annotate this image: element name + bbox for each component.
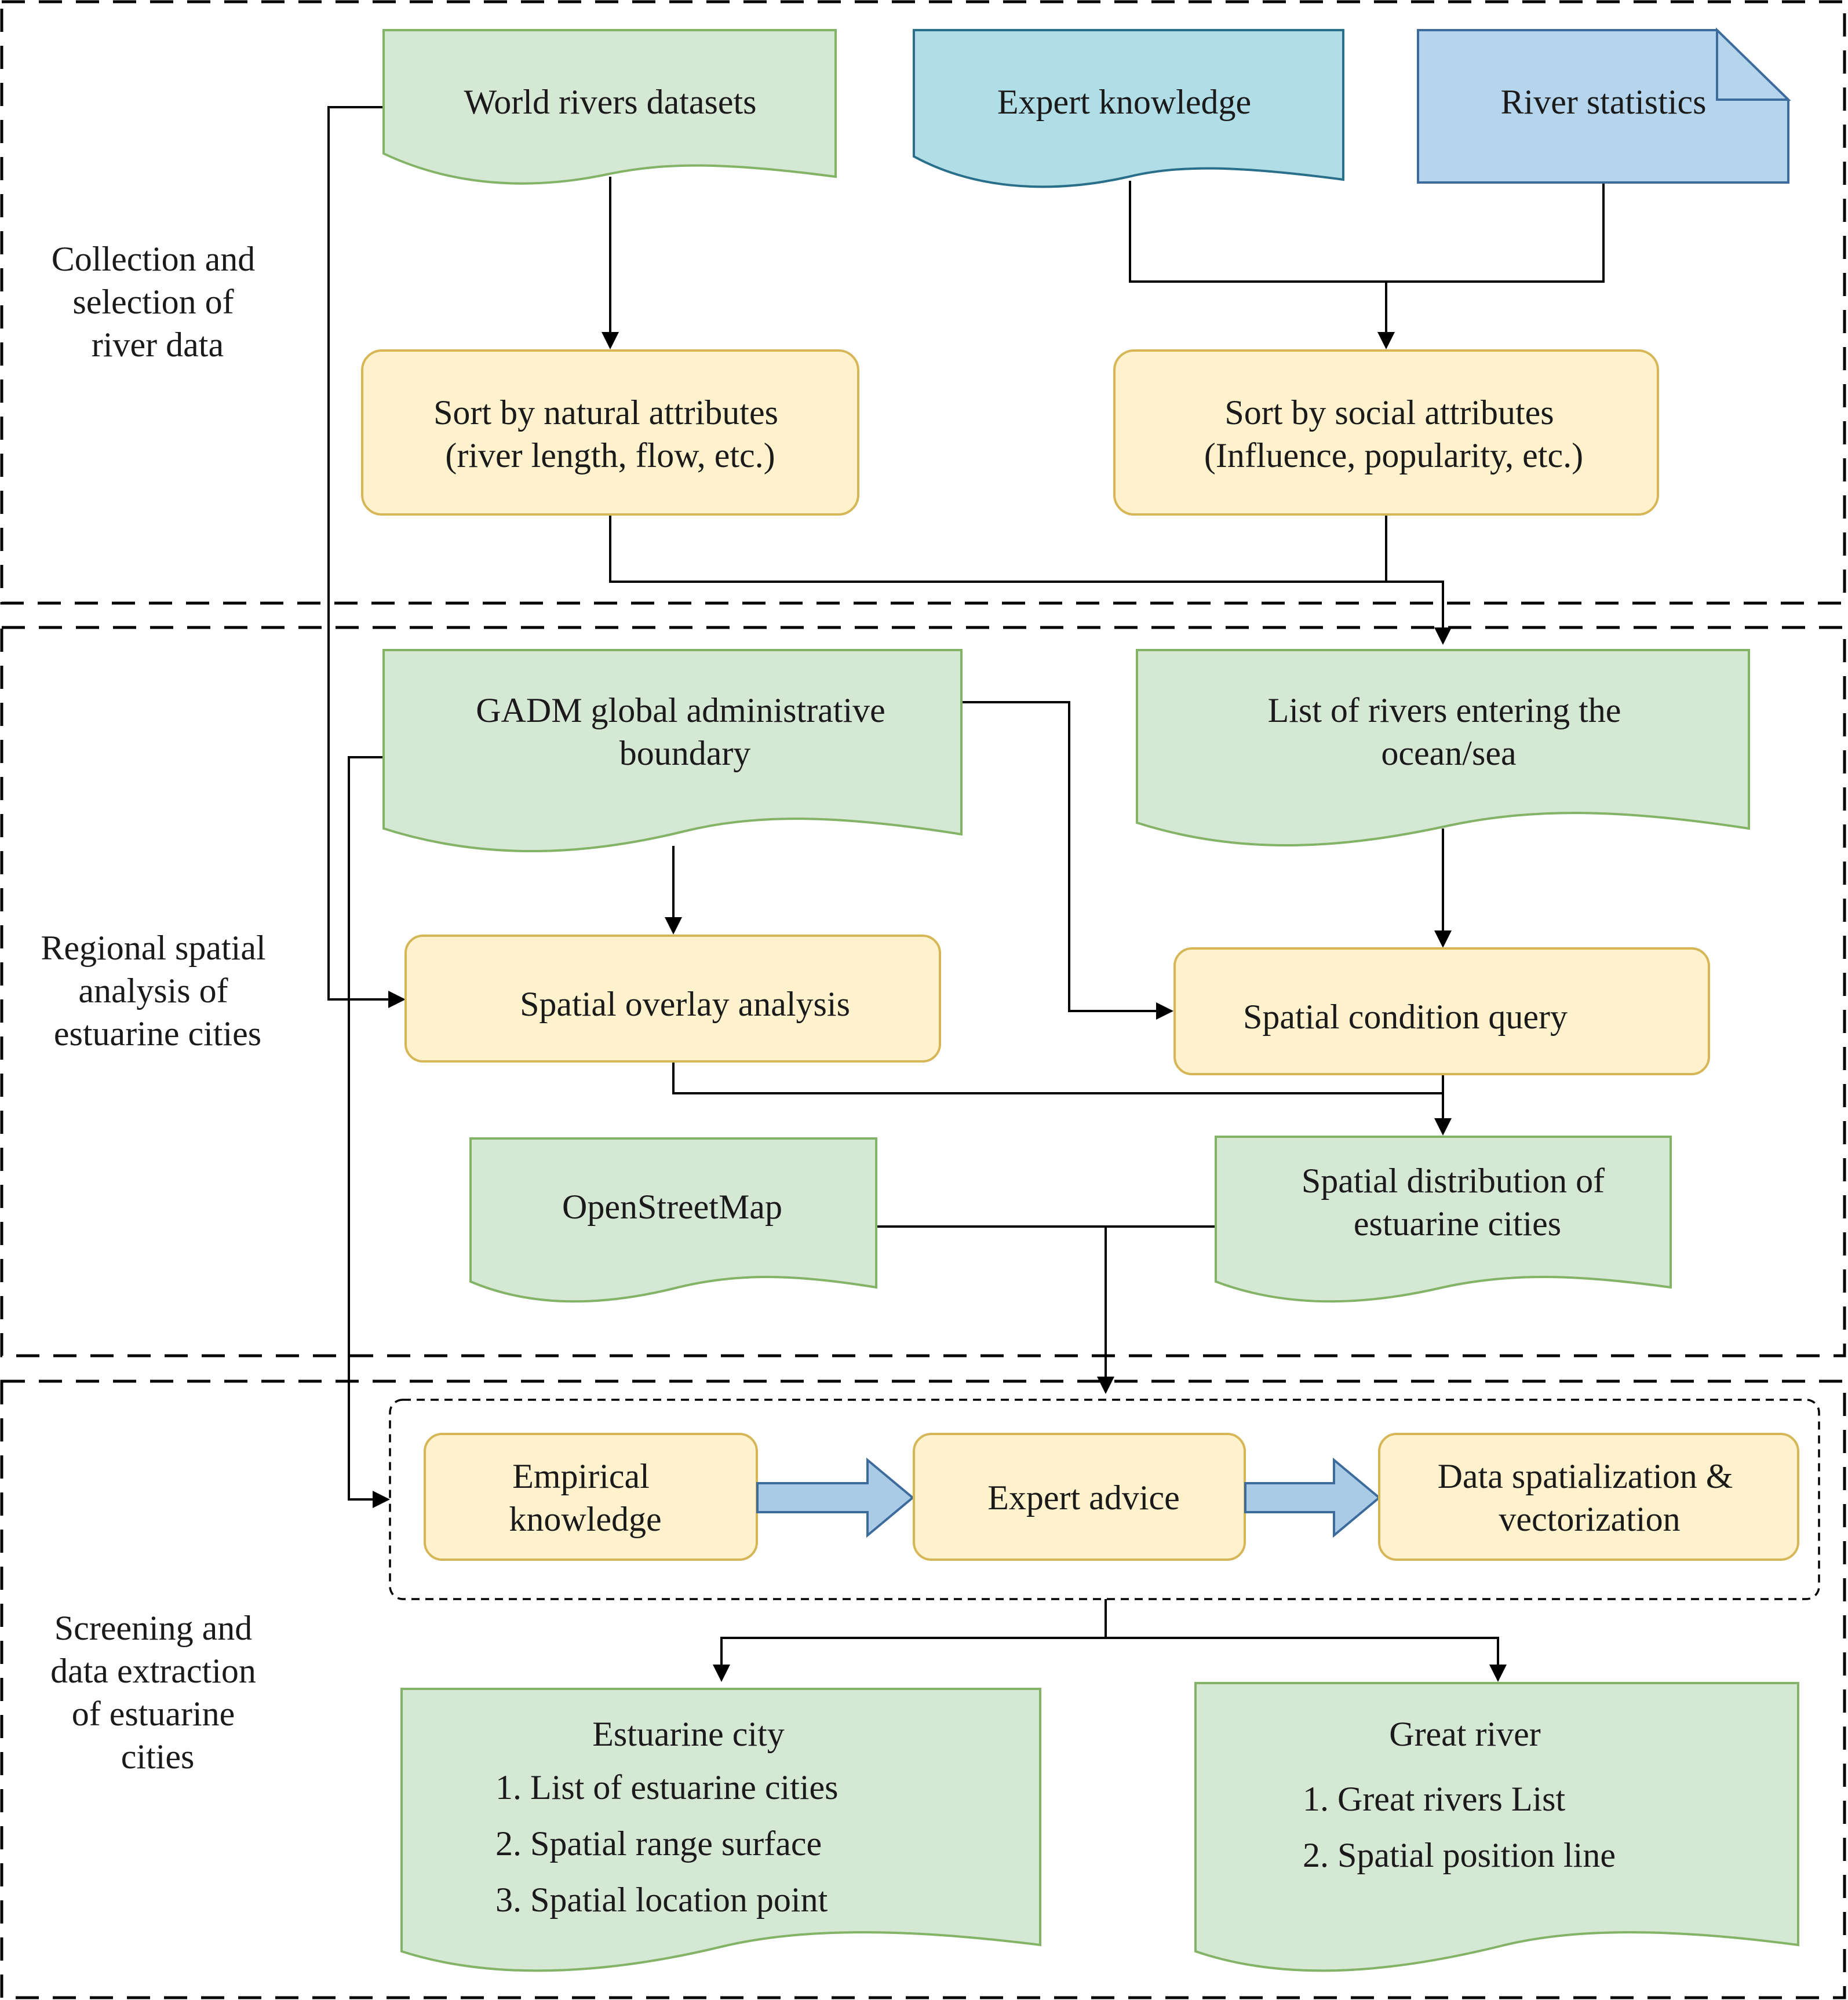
node-expert-knowledge: Expert knowledge	[913, 29, 1344, 188]
arrowhead	[1434, 627, 1452, 645]
node-spatial-distribution: Spatial distribution of estuarine cities	[1215, 1136, 1672, 1303]
flow-arrow-empirical-to-advice	[756, 1457, 915, 1538]
arrowhead	[1377, 332, 1395, 349]
arrowhead	[1434, 1118, 1452, 1136]
svg-text:Spatial overlay analysis: Spatial overlay analysis	[520, 985, 850, 1023]
svg-text:GADM global administrative: GADM global administrative boundary	[476, 691, 894, 772]
edge-sorts-to-ocean-list	[609, 514, 1387, 583]
node-gadm: GADM global administrative boundary	[382, 649, 963, 853]
screening-process-group	[389, 1399, 1820, 1600]
arrowhead	[602, 332, 619, 349]
arrowhead	[1156, 1002, 1173, 1020]
edge-gadm-to-group	[348, 756, 384, 1501]
svg-text:Sort by social attributes: Sort by social attributes (Influence, po…	[1204, 393, 1583, 475]
region-label-collection: Collection and selection of river data	[52, 240, 264, 364]
arrowhead	[388, 991, 406, 1008]
edge-group-to-outputs	[720, 1599, 1499, 1666]
svg-text:OpenStreetMap: OpenStreetMap	[562, 1188, 782, 1226]
node-openstreetmap: OpenStreetMap	[469, 1137, 877, 1303]
region-screening-border	[0, 1379, 1846, 1999]
flow-arrow-advice-to-spatialization	[1244, 1457, 1382, 1538]
node-data-spatialization: Data spatialization & vectorization	[1378, 1433, 1799, 1561]
node-sort-natural: Sort by natural attributes (river length…	[361, 349, 859, 516]
svg-text:Great river: Great river	[1389, 1715, 1541, 1753]
node-world-rivers: World rivers datasets	[382, 29, 837, 185]
svg-text:Expert advice: Expert advice	[987, 1479, 1180, 1517]
node-great-river: Great river 1. Great rivers List 2. Spat…	[1194, 1682, 1799, 1972]
svg-text:Spatial condition query: Spatial condition query	[1243, 998, 1568, 1036]
svg-text:Empirical knowledge: Empirical knowledge	[509, 1457, 661, 1538]
edge-gadm-to-query	[961, 701, 1157, 1012]
arrowhead	[665, 917, 682, 935]
node-river-statistics: River statistics	[1417, 27, 1791, 184]
arrowhead	[373, 1491, 390, 1508]
svg-text:1. Great rivers List 2.: 1. Great rivers List 2. Spatial position…	[1303, 1780, 1616, 1874]
node-sort-social: Sort by social attributes (Influence, po…	[1113, 349, 1659, 516]
node-spatial-condition-query: Spatial condition query	[1173, 947, 1710, 1075]
edge-world-to-overlay	[327, 106, 389, 1001]
edge-overlay-query-to-distribution	[672, 1061, 1444, 1094]
node-expert-advice: Expert advice	[913, 1433, 1246, 1561]
node-estuarine-city: Estuarine city 1. List of estuarine citi…	[400, 1688, 1041, 1972]
region-label-regional: Regional spatial analysis of estuarine c…	[41, 929, 274, 1053]
arrowhead	[713, 1665, 730, 1682]
svg-text:1. List of estuarine cities: 1. List of estuarine cities 2. Spatial r…	[495, 1768, 847, 1919]
edge-expert-to-social	[1129, 181, 1605, 283]
arrowhead	[1434, 930, 1452, 948]
svg-text:River statistics: River statistics	[1501, 83, 1707, 121]
node-empirical-knowledge: Empirical knowledge	[424, 1433, 758, 1561]
svg-text:Data spatialization & ve: Data spatialization & vectorization	[1438, 1457, 1742, 1538]
arrowhead	[1489, 1665, 1507, 1682]
svg-text:Estuarine city: Estuarine city	[592, 1715, 785, 1753]
svg-text:Sort by natural attributes: Sort by natural attributes (river length…	[433, 393, 787, 475]
node-spatial-overlay: Spatial overlay analysis	[404, 935, 941, 1063]
svg-text:List of rivers entering the: List of rivers entering the ocean/sea	[1268, 691, 1630, 772]
edge-sorts-merge	[1386, 581, 1444, 629]
svg-text:Expert knowledge: Expert knowledge	[997, 83, 1251, 121]
region-regional-border	[0, 626, 1846, 1357]
node-rivers-ocean: List of rivers entering the ocean/sea	[1136, 649, 1750, 847]
region-label-screening: Screening and data extraction of estuari…	[50, 1609, 265, 1776]
svg-text:Spatial distribution of: Spatial distribution of estuarine cities	[1302, 1162, 1613, 1243]
svg-text:World rivers datasets: World rivers datasets	[464, 83, 756, 121]
arrowhead	[1097, 1377, 1114, 1394]
